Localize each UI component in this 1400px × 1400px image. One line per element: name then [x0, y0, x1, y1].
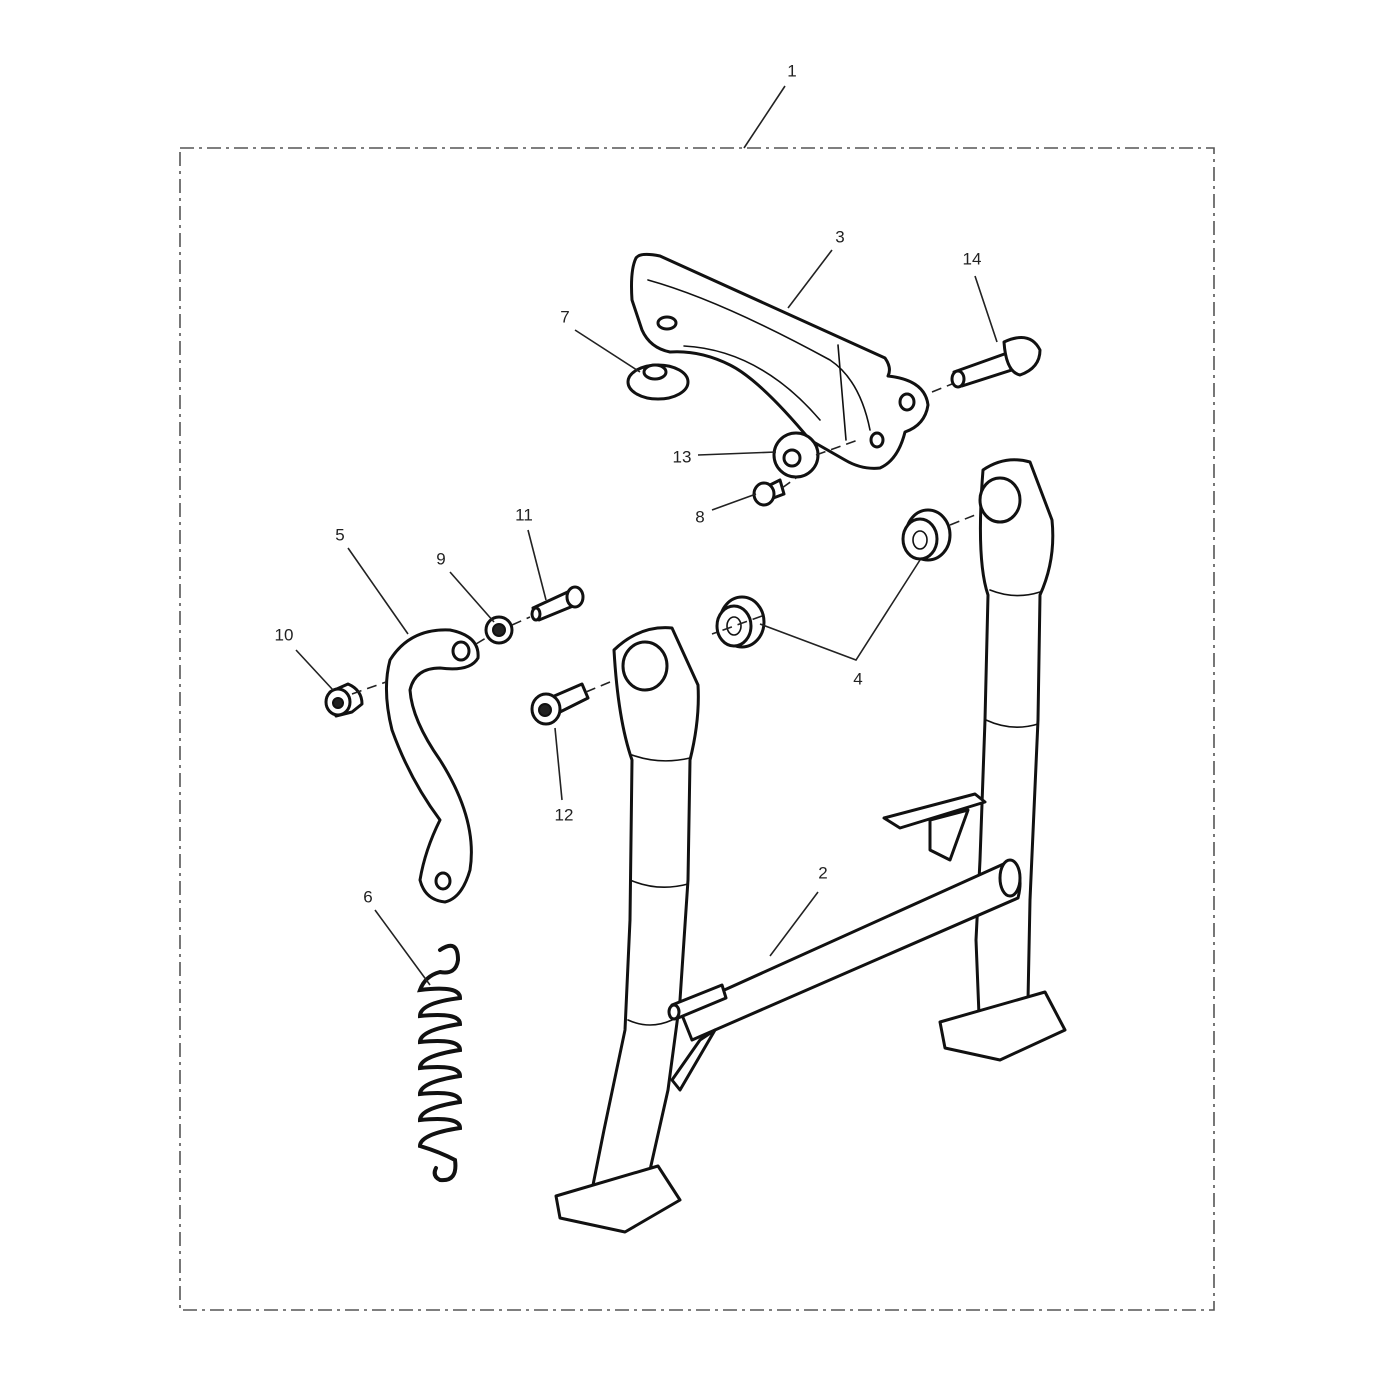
callout-9: 9: [436, 549, 445, 568]
callout-4: 4: [853, 669, 862, 688]
part-7-grommet[interactable]: [626, 363, 690, 401]
assembly-lines: [351, 383, 976, 695]
callout-13: 13: [673, 447, 692, 466]
part-10-nut[interactable]: [324, 682, 364, 718]
part-3-bracket[interactable]: [630, 252, 930, 470]
callout-2: 2: [818, 863, 827, 882]
callout-7: 7: [560, 307, 569, 326]
part-4-bush-left[interactable]: [715, 595, 766, 649]
part-11-bolt[interactable]: [530, 585, 585, 622]
callout-10: 10: [275, 625, 294, 644]
part-4-bush-right[interactable]: [901, 508, 952, 562]
callout-labels: 1 2 3 4 5 6 7 8 9 10 11 12 13 14: [275, 61, 982, 906]
callout-1: 1: [787, 61, 796, 80]
kit-boundary: [179, 147, 1215, 1311]
callout-12: 12: [555, 805, 574, 824]
callout-5: 5: [335, 525, 344, 544]
part-6-spring[interactable]: [417, 943, 463, 1183]
callout-11: 11: [515, 505, 533, 524]
callout-14: 14: [963, 249, 982, 268]
callout-3: 3: [835, 227, 844, 246]
leader-lines: [295, 85, 998, 986]
part-8-bolt[interactable]: [752, 478, 786, 507]
callout-6: 6: [363, 887, 372, 906]
part-5-spring-plate[interactable]: [384, 628, 480, 904]
callout-8: 8: [695, 507, 704, 526]
part-13-washer[interactable]: [772, 431, 820, 479]
part-9-washer[interactable]: [484, 615, 514, 645]
part-14-bolt[interactable]: [950, 336, 1042, 389]
part-2-centre-stand[interactable]: [554, 458, 1067, 1234]
part-12-socket-screw[interactable]: [530, 682, 590, 726]
